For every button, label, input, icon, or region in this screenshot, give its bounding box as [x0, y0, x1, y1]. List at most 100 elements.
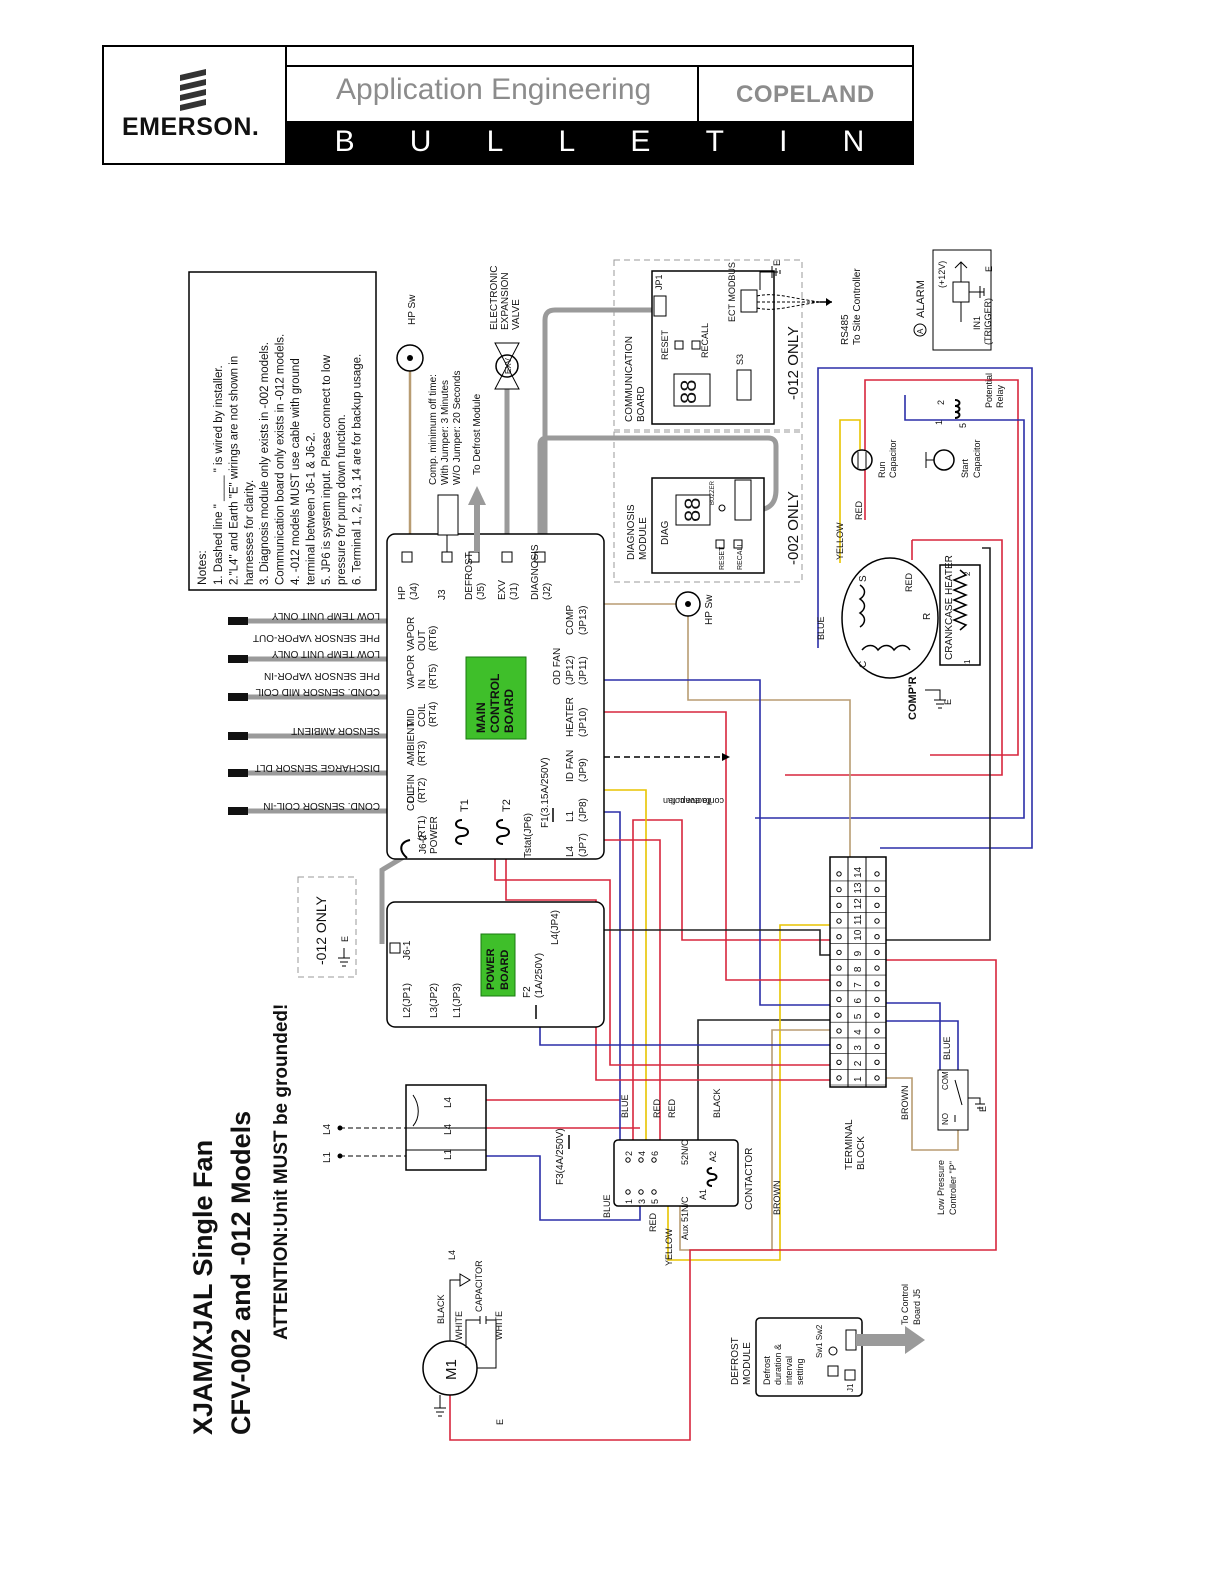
wire-brown-hp	[687, 616, 851, 915]
board-connector-label: (J4)	[409, 583, 420, 600]
fan-motor-earth-icon	[434, 1395, 446, 1417]
to-control-label: To Control	[900, 1284, 910, 1325]
to-site-controller-label: To Site Controller	[852, 268, 863, 345]
alarm-earth-label: E	[984, 266, 994, 272]
terminal-screw-icon	[874, 949, 880, 956]
compressor-s-label: S	[858, 575, 869, 582]
emerson-brand-text: EMERSON.	[122, 113, 260, 141]
only012-earth-icon	[338, 948, 350, 967]
wires	[340, 307, 1033, 1441]
lp-switch-icon	[954, 1079, 963, 1122]
alarm-a-circle-icon	[913, 323, 927, 337]
main-board-label-plate	[465, 656, 527, 740]
components	[188, 249, 992, 1417]
contactor-pin-label: 2	[624, 1151, 634, 1156]
notes-line: 4. -012 models MUST use cable with groun…	[290, 358, 302, 585]
hp-switch2-label: HP Sw	[704, 594, 715, 625]
disconnect-jumper-icon	[412, 1094, 419, 1127]
contactor-pin-icon	[625, 1189, 631, 1195]
sensor-probe-icon	[228, 617, 248, 625]
start-capacitor-label: Capacitor	[972, 439, 982, 478]
fuse-f1-label: F1(3.15A/250V)	[540, 757, 551, 828]
defrost-desc-label: setting	[795, 1358, 805, 1385]
t2-label: T2	[501, 799, 513, 812]
run-capacitor-label: Capacitor	[888, 439, 898, 478]
bulletin-header: EMERSON. Application Engineering COPELAN…	[102, 45, 914, 165]
wire-red-heater	[604, 711, 830, 981]
wire-black-a2	[697, 1019, 830, 1140]
transformer-t2-icon	[496, 819, 510, 845]
lp-earth-icon	[968, 1097, 985, 1109]
terminal-number: 7	[853, 982, 864, 988]
board-connector-label: AMBIENT	[406, 722, 417, 766]
hp-switch-label: HP Sw	[407, 294, 418, 325]
notes-line: 3. Diagnosis module only exists in -002 …	[259, 342, 271, 585]
lp-earth-label: E	[978, 1106, 988, 1112]
diagram-title-line1: XJAM/XJAL Single Fan	[188, 1140, 218, 1435]
relay-label: Relay	[995, 384, 1005, 408]
defrost-sw2-icon	[828, 1346, 838, 1356]
alarm-trigger-label: (TRIGGER)	[983, 298, 993, 345]
attention-grounded-text: ATTENTION:Unit MUST be grounded!	[271, 1004, 292, 1340]
heater-pin-label: 2	[963, 571, 972, 576]
alarm-label: ALARM	[915, 280, 927, 318]
board-connector-label: COIL-IN	[406, 774, 417, 811]
wire-label: RED	[648, 1212, 658, 1232]
contactor-label: CONTACTOR	[744, 1148, 755, 1210]
wire-label: BROWN	[900, 1086, 910, 1121]
sensor-probe-icon	[228, 769, 248, 777]
wire-blue-power	[539, 1027, 830, 1046]
wire-label: RED	[904, 572, 914, 592]
comm-board-label: BOARD	[636, 386, 647, 422]
terminal-screw-icon	[874, 1043, 880, 1050]
defrost-sw-label: Sw1 Sw2	[815, 1324, 824, 1358]
contactor-coil-icon	[706, 1167, 718, 1187]
bulletin-letter: B	[334, 125, 355, 158]
terminal-screw-icon	[874, 918, 880, 924]
wire-label: RED	[667, 1098, 677, 1118]
t1-label: T1	[459, 799, 471, 812]
run-capacitor-plates	[857, 452, 867, 468]
board-connector-label: DLT	[406, 785, 417, 803]
relay-pin-label: 5	[958, 423, 968, 428]
power-l2-label: L2(JP1)	[402, 983, 413, 1018]
diag-connector	[734, 479, 752, 521]
comm-board-dashed-area	[613, 259, 803, 431]
defrost-desc-label: Defrost	[762, 1355, 772, 1385]
board-connector-label: VAPOR	[406, 655, 417, 689]
board-connector-label: DEFROST	[464, 552, 475, 600]
terminal-number: 2	[853, 1060, 864, 1066]
notes-line: harnesses for clarity.	[244, 480, 256, 585]
board-header-connector	[501, 551, 513, 563]
board-connector-label: (RT2)	[417, 778, 428, 803]
sensor-name: LOW TEMP UNIT ONLY	[272, 610, 380, 621]
board-connector-label: DIAGNOSIS	[530, 544, 541, 600]
board-connector-label: VAPOR	[406, 617, 417, 651]
board-connector-label: (J5)	[476, 583, 487, 600]
bulletin-letter: N	[842, 125, 865, 158]
wire-brown-lp	[886, 1077, 959, 1151]
board-header-connector	[441, 551, 453, 563]
emerson-logo-cell: EMERSON.	[104, 47, 287, 163]
diag-module-dashed-area	[613, 431, 803, 583]
comp-off-time-text: With Jumper: 3 Minutes	[440, 380, 451, 485]
notes-box	[188, 271, 377, 591]
run-capacitor-icon	[851, 449, 873, 471]
contactor-pin-icon	[638, 1189, 644, 1195]
compressor-body	[841, 557, 939, 679]
defrost-sw1-icon	[827, 1365, 839, 1377]
defrost-j1-connector	[844, 1369, 856, 1381]
contactor-pin-icon	[651, 1157, 657, 1163]
notes-line: 1. Dashed line " ____ " is wired by inst…	[213, 365, 225, 585]
diag-buzzer-label: BUZZER	[710, 480, 716, 505]
compressor-start-winding-icon	[858, 584, 866, 628]
wire-blue-lp	[886, 1020, 959, 1070]
board-output-label: ID FAN	[565, 750, 576, 782]
start-capacitor-label: Start	[960, 458, 970, 478]
diag-module-label: DIAGNOSIS	[626, 504, 637, 560]
wire-red-t2b	[505, 842, 830, 1081]
only012-earth-label: E	[340, 936, 350, 942]
terminal-number: 11	[853, 914, 864, 925]
comm-reset-button	[674, 340, 684, 350]
